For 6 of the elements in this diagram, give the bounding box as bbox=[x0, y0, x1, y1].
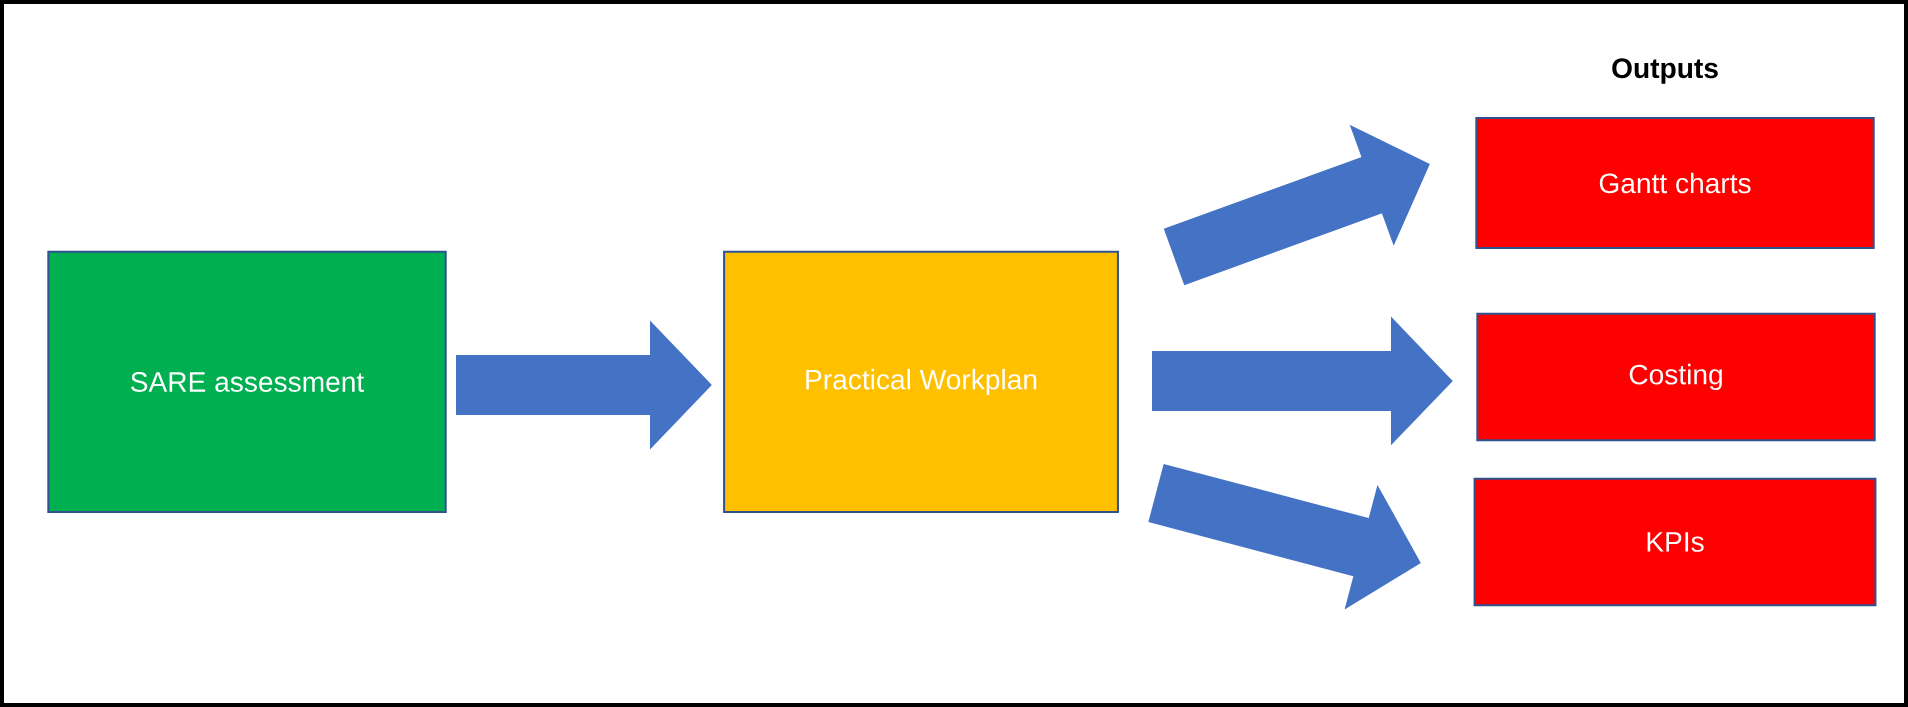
output-box: Gantt charts bbox=[1475, 116, 1875, 250]
output-box: KPIs bbox=[1473, 477, 1877, 607]
output-box: Costing bbox=[1476, 312, 1876, 442]
process-box: Practical Workplan bbox=[723, 250, 1119, 514]
process-box: SARE assessment bbox=[47, 250, 447, 514]
heading-text: Outputs bbox=[1612, 58, 1718, 84]
